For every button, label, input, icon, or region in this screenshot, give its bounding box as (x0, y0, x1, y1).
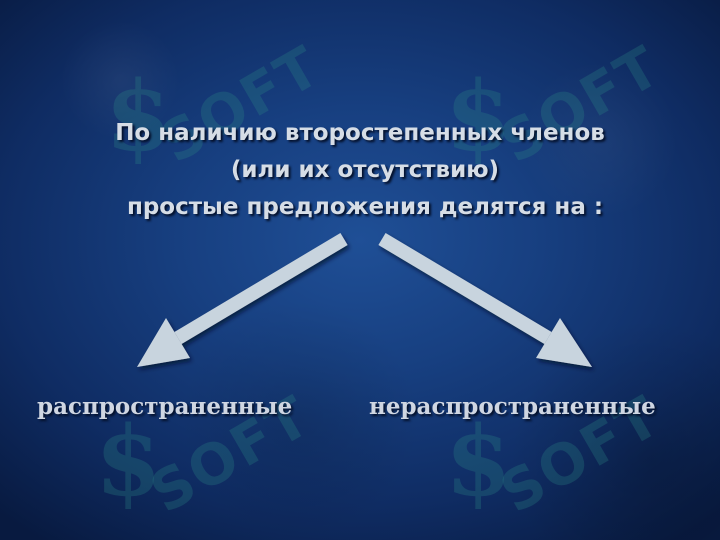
slide-heading: По наличию второстепенных членов (или их… (0, 115, 720, 226)
heading-line: (или их отсутствию) (230, 157, 500, 183)
watermark-logo-icon: $ (445, 60, 512, 173)
branch-label-right: нераспространенные (369, 393, 656, 420)
heading-line: По наличию второстепенных членов (115, 120, 605, 146)
heading-line: простые предложения делятся на : (126, 194, 604, 220)
watermark-logo-icon: $ (95, 405, 162, 518)
arrow-to-left-branch (137, 232, 348, 367)
watermark-logo-icon: $ (105, 60, 172, 173)
watermark-logo-icon: $ (445, 405, 512, 518)
branch-label-left: распространенные (37, 393, 293, 420)
arrow-to-right-branch (378, 232, 592, 367)
